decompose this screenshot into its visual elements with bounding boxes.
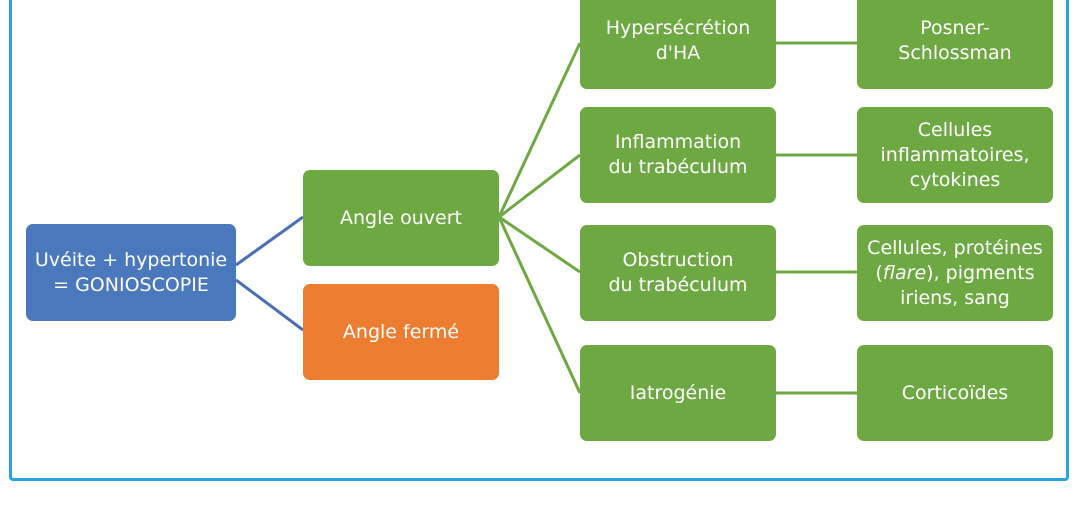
link-open-m4 (497, 216, 582, 394)
link-open-m1 (497, 42, 582, 218)
angle-closed-node: Angle fermé (303, 284, 499, 380)
mechanism-node-2: Inflammation du trabéculum (580, 107, 776, 203)
mechanism-node-1: Hypersécrétion d'HA (580, 0, 776, 89)
link-open-m3 (498, 215, 581, 274)
link-open-m2 (498, 153, 581, 219)
cause-node-2: Cellules inflammatoires, cytokines (857, 107, 1053, 203)
mechanism-node-3: Obstruction du trabéculum (580, 225, 776, 321)
cause-node-1: Posner- Schlossman (857, 0, 1053, 89)
cause-node-3: Cellules, protéines (flare), pigments ir… (857, 225, 1053, 321)
angle-open-node: Angle ouvert (303, 170, 499, 266)
link-root-closed (235, 278, 304, 332)
root-node: Uvéite + hypertonie = GONIOSCOPIE (26, 224, 236, 321)
cause-node-4: Corticoïdes (857, 345, 1053, 441)
cause-3-text: Cellules, protéines (flare), pigments ir… (867, 236, 1043, 309)
diagram-frame (9, 0, 1069, 481)
flare-term: flare (882, 261, 927, 284)
mechanism-node-4: Iatrogénie (580, 345, 776, 441)
link-root-open (235, 215, 304, 267)
